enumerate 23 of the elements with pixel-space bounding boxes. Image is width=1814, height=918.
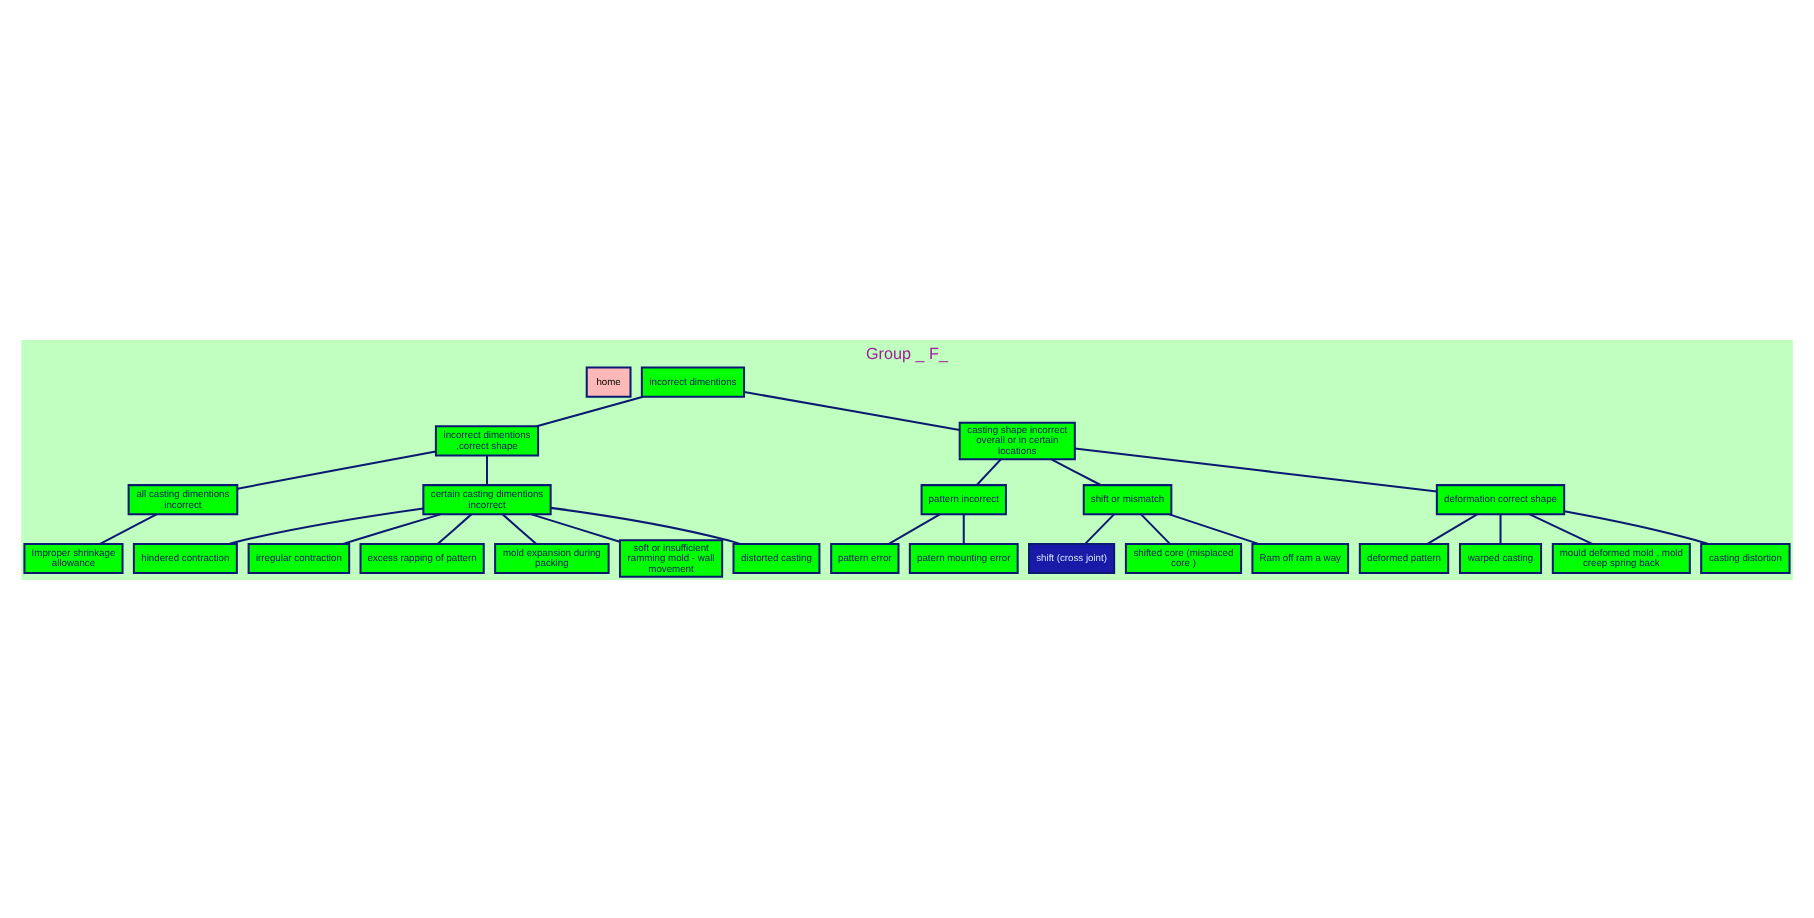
- connector: [976, 457, 1002, 485]
- connector: [502, 512, 537, 544]
- connector: [1074, 446, 1437, 492]
- connector: [486, 454, 488, 484]
- connector: [550, 505, 741, 544]
- connector: [744, 390, 960, 430]
- connector: [1499, 513, 1502, 543]
- connector: [1140, 512, 1171, 544]
- connector: [536, 394, 644, 427]
- connector: [962, 513, 965, 543]
- connector: [888, 512, 941, 544]
- diagram-title: Group _ F_: [866, 344, 948, 363]
- connector: [1529, 512, 1593, 544]
- connector: [1050, 457, 1102, 485]
- connector: [437, 512, 472, 544]
- connector: [1169, 512, 1259, 544]
- connector: [99, 512, 157, 544]
- connector: [1564, 509, 1709, 544]
- connector: [342, 512, 441, 544]
- connector: [531, 512, 621, 542]
- connector: [237, 449, 436, 489]
- connector: [228, 506, 424, 544]
- connector: [1084, 512, 1115, 544]
